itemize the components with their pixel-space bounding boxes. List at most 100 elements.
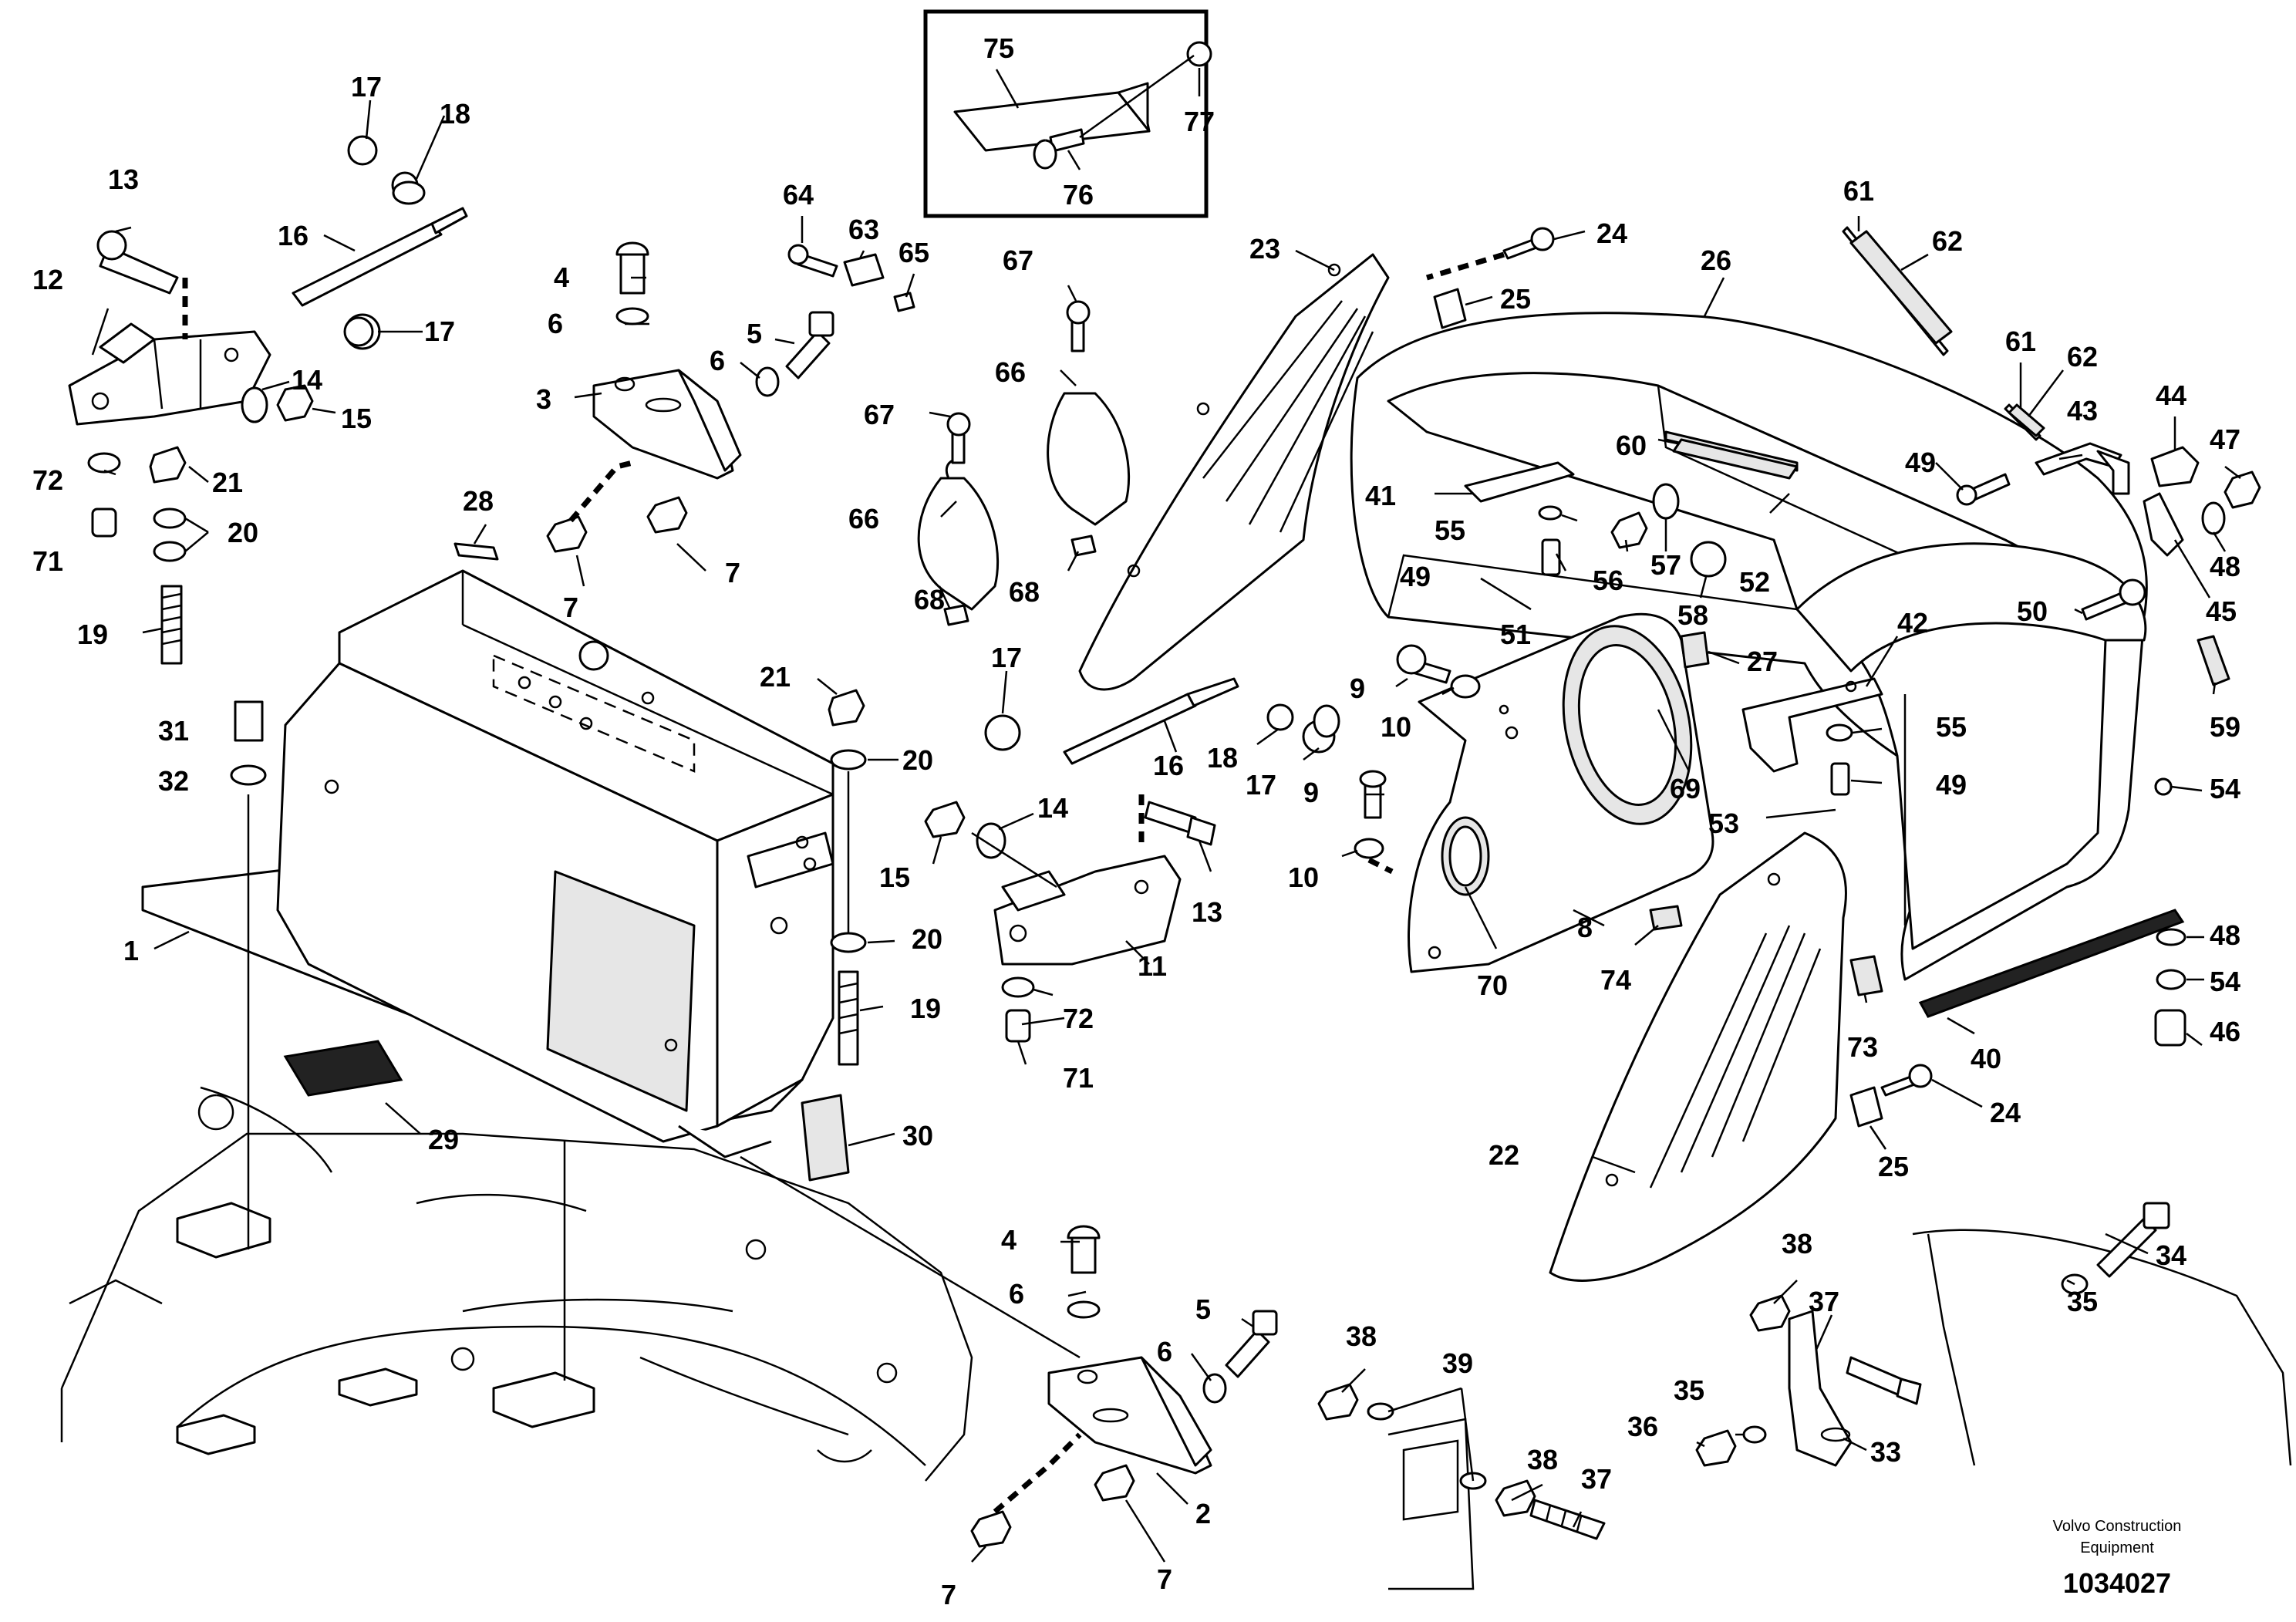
hinge-part-12 <box>68 322 271 426</box>
callout-51: 51 <box>1500 619 1531 650</box>
callout-22: 22 <box>1489 1139 1519 1171</box>
callout-60: 60 <box>1616 430 1647 461</box>
callout-77: 77 <box>1184 106 1215 137</box>
callout-34: 34 <box>2156 1239 2186 1271</box>
callout-25: 25 <box>1500 283 1531 315</box>
callout-20: 20 <box>912 923 942 955</box>
callout-17: 17 <box>351 71 382 103</box>
callout-38: 38 <box>1527 1444 1558 1475</box>
callout-33: 33 <box>1870 1436 1901 1468</box>
callout-6: 6 <box>1157 1336 1172 1367</box>
callout-76: 76 <box>1063 179 1094 211</box>
callout-35: 35 <box>1674 1374 1704 1406</box>
callout-6: 6 <box>548 308 563 339</box>
callout-46: 46 <box>2210 1016 2240 1047</box>
callout-7: 7 <box>563 592 578 623</box>
callout-67: 67 <box>1003 244 1033 276</box>
callout-27: 27 <box>1747 646 1778 677</box>
callout-30: 30 <box>902 1120 933 1152</box>
callout-55: 55 <box>1435 514 1465 546</box>
callout-57: 57 <box>1650 549 1681 581</box>
deflector-panel-part-23 <box>1078 253 1390 691</box>
callout-20: 20 <box>902 744 933 776</box>
callout-28: 28 <box>463 485 494 517</box>
callout-56: 56 <box>1593 565 1623 596</box>
callout-38: 38 <box>1346 1320 1377 1352</box>
callout-69: 69 <box>1670 773 1701 804</box>
callout-75: 75 <box>983 32 1014 64</box>
callout-14: 14 <box>1037 792 1068 824</box>
callout-14: 14 <box>292 364 322 396</box>
callout-45: 45 <box>2206 595 2237 627</box>
callout-18: 18 <box>1207 742 1238 774</box>
callout-74: 74 <box>1600 964 1631 996</box>
callout-6: 6 <box>710 345 725 376</box>
callout-68: 68 <box>1009 576 1040 608</box>
callout-5: 5 <box>1195 1293 1211 1325</box>
callout-25: 25 <box>1878 1151 1909 1182</box>
callout-37: 37 <box>1581 1463 1612 1495</box>
callout-15: 15 <box>879 862 910 893</box>
callout-29: 29 <box>428 1124 459 1155</box>
callout-10: 10 <box>1288 862 1319 893</box>
callout-54: 54 <box>2210 773 2240 804</box>
callout-71: 71 <box>1063 1062 1094 1094</box>
callout-24: 24 <box>1596 218 1627 249</box>
machine-frame-background <box>60 1086 2292 1590</box>
callout-26: 26 <box>1701 244 1731 276</box>
gas-strut-part-16-upper <box>292 135 468 350</box>
callout-72: 72 <box>32 464 63 496</box>
callout-13: 13 <box>1192 896 1222 928</box>
callout-35: 35 <box>2067 1286 2098 1317</box>
callout-54: 54 <box>2210 966 2240 997</box>
credit-line-2: Equipment <box>2080 1539 2154 1556</box>
callout-4: 4 <box>554 261 569 293</box>
callout-10: 10 <box>1381 711 1411 743</box>
bracket-part-2 <box>1047 1356 1212 1475</box>
bracket-part-42 <box>1741 677 1883 773</box>
callout-65: 65 <box>899 237 929 268</box>
callout-39: 39 <box>1442 1347 1473 1379</box>
callout-11: 11 <box>1138 950 1167 982</box>
callout-17: 17 <box>991 642 1022 673</box>
callout-48: 48 <box>2210 919 2240 951</box>
callout-47: 47 <box>2210 423 2240 455</box>
callout-61: 61 <box>1843 175 1874 207</box>
callout-62: 62 <box>2067 341 2098 373</box>
callout-44: 44 <box>2156 379 2186 411</box>
callout-6: 6 <box>1009 1278 1024 1310</box>
callout-20: 20 <box>228 517 258 548</box>
callout-24: 24 <box>1990 1097 2021 1128</box>
callout-21: 21 <box>760 661 791 693</box>
footer-credit: Volvo Construction Equipment 1034027 <box>2053 1518 2182 1599</box>
callout-17: 17 <box>1246 769 1276 801</box>
callout-72: 72 <box>1063 1003 1094 1034</box>
callout-66: 66 <box>848 503 879 534</box>
callout-55: 55 <box>1936 711 1967 743</box>
callout-49: 49 <box>1905 447 1936 478</box>
callout-31: 31 <box>158 715 189 747</box>
callout-61: 61 <box>2005 325 2036 357</box>
document-number: 1034027 <box>2063 1567 2171 1599</box>
callout-16: 16 <box>1153 750 1184 781</box>
clamp-part-66-right <box>1047 392 1131 526</box>
callout-13: 13 <box>108 164 139 195</box>
assembly-axis-lines <box>247 771 1081 1381</box>
callout-40: 40 <box>1971 1043 2001 1074</box>
callout-18: 18 <box>440 98 470 130</box>
callout-19: 19 <box>77 619 108 650</box>
callout-63: 63 <box>848 214 879 245</box>
callout-68: 68 <box>914 584 945 615</box>
inset-detail-box <box>923 9 1212 218</box>
callout-32: 32 <box>158 765 189 797</box>
callout-leaders <box>91 68 2241 1563</box>
callout-64: 64 <box>783 179 814 211</box>
callout-21: 21 <box>212 467 243 498</box>
callout-42: 42 <box>1897 607 1928 639</box>
callout-1: 1 <box>123 935 139 966</box>
callout-23: 23 <box>1249 233 1280 265</box>
callout-9: 9 <box>1303 777 1319 808</box>
callout-12: 12 <box>32 264 63 295</box>
callout-36: 36 <box>1627 1411 1658 1442</box>
